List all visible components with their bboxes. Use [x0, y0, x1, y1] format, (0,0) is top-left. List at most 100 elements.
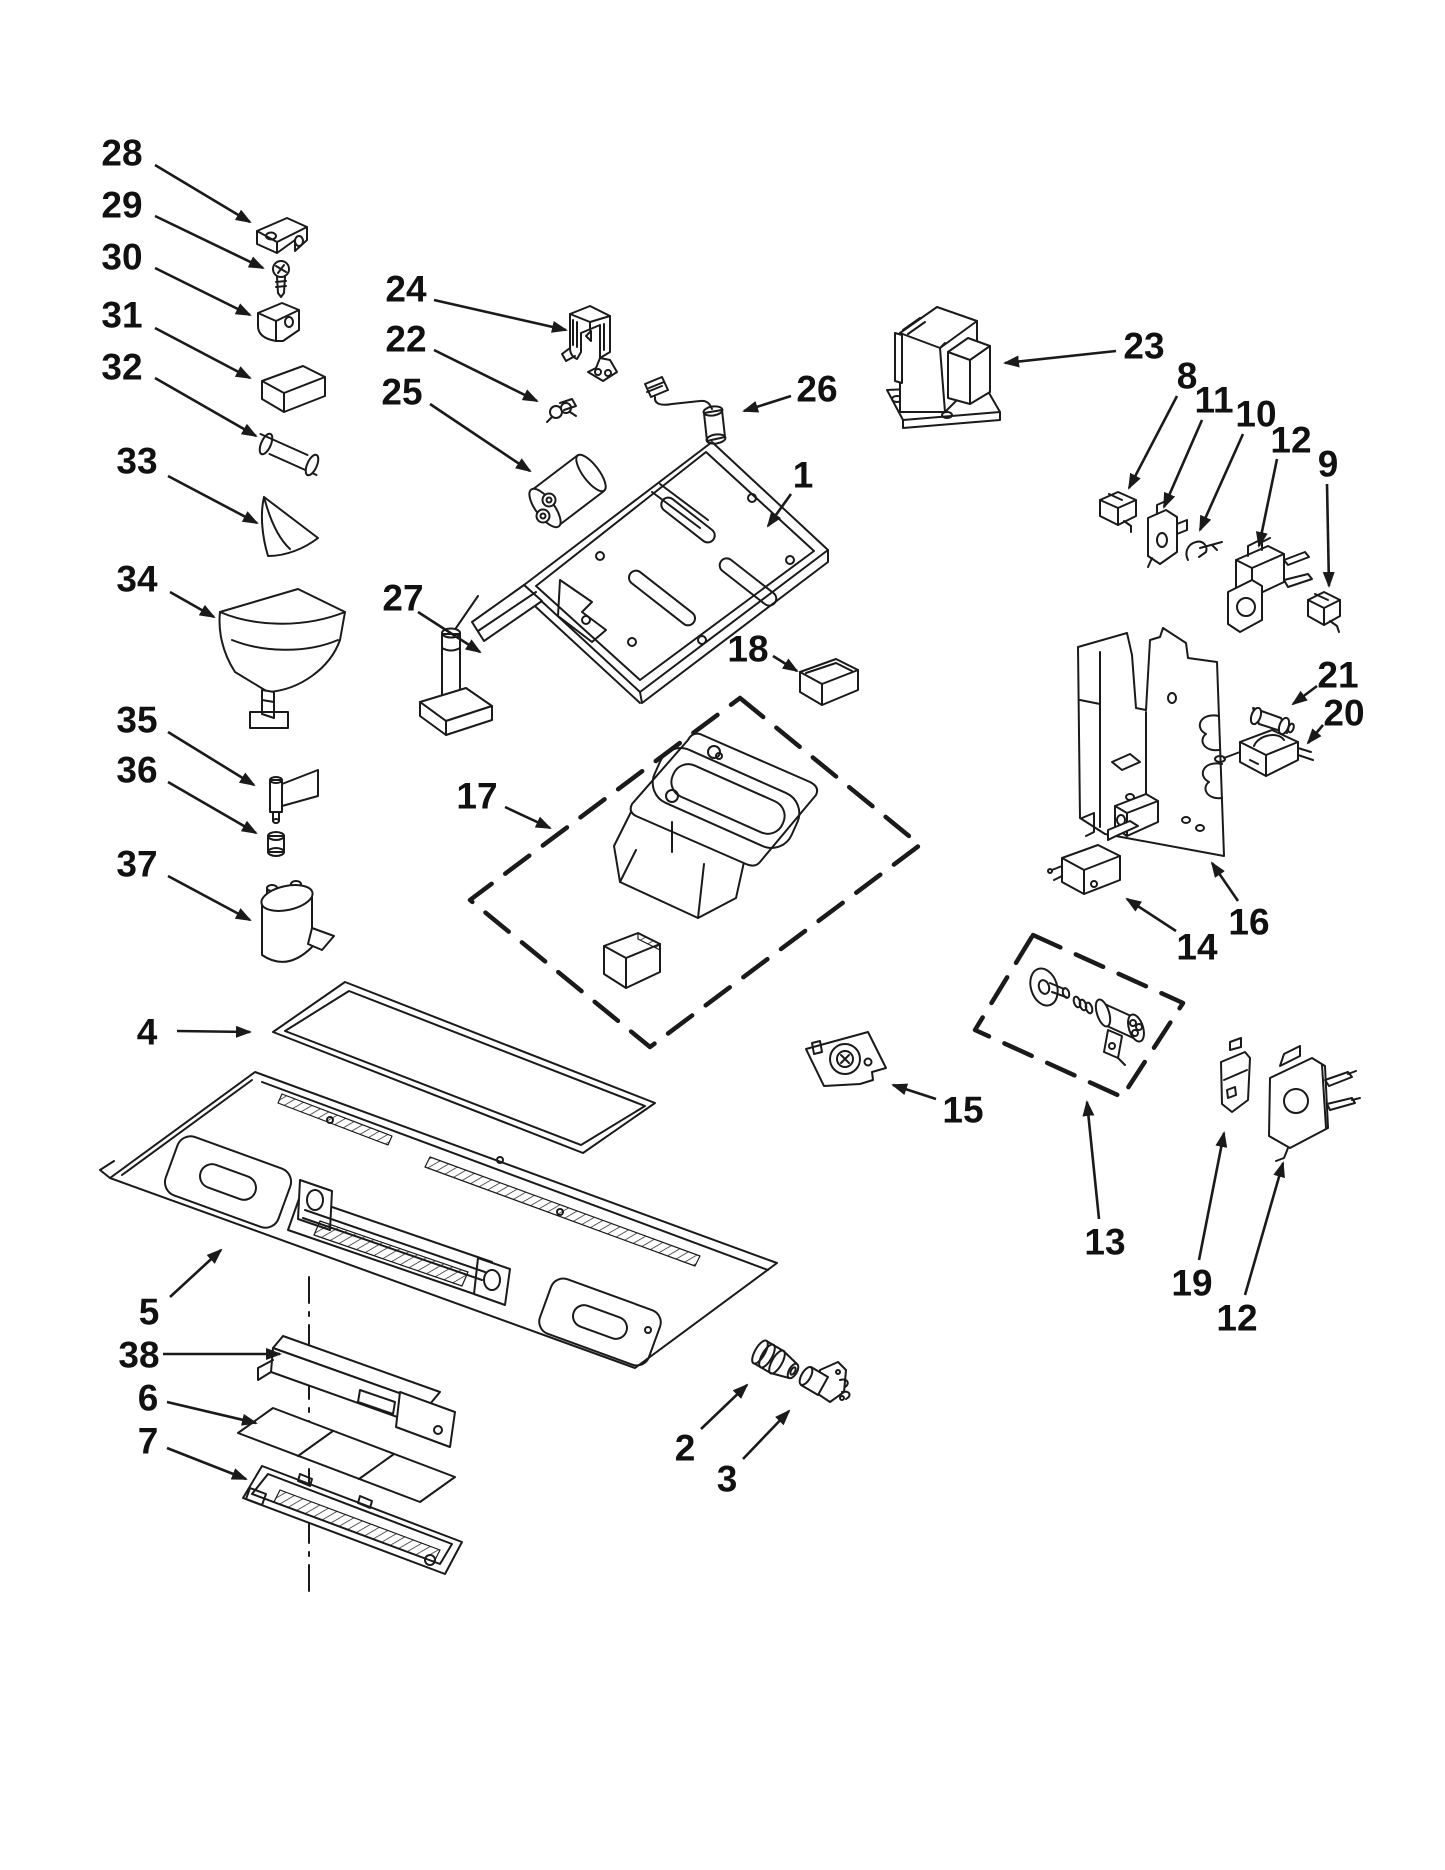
part-number-33-5: 33 [116, 440, 157, 481]
callout-arrow-9-28 [1322, 483, 1335, 588]
part-number-34-6: 34 [116, 558, 158, 599]
part-number-26-20: 26 [796, 368, 837, 409]
callout-arrow-32-4 [154, 376, 258, 438]
part-number-32-4: 32 [101, 346, 142, 387]
part-number-20-30: 20 [1323, 692, 1364, 733]
part-number-29-1: 29 [101, 184, 142, 225]
part-number-3-38: 3 [717, 1458, 738, 1499]
callout-arrow-29-1 [154, 214, 265, 270]
part-number-24-15: 24 [385, 268, 427, 309]
part-38-vent-duct [257, 1335, 456, 1448]
callout-arrow-36-8 [167, 780, 258, 835]
callout-arrow-12-27 [1255, 458, 1279, 548]
callout-arrow-37-9 [167, 874, 252, 922]
callout-arrow-16-31 [1210, 861, 1240, 902]
part-number-31-3: 31 [101, 294, 142, 335]
callout-arrow-21-29 [1291, 684, 1318, 706]
part-number-12-36: 12 [1216, 1297, 1257, 1338]
part-34-air-scoop [218, 588, 346, 729]
callout-arrow-12-36 [1243, 1161, 1285, 1296]
part-27-antenna-pipe [419, 595, 493, 736]
callout-arrow-2-37 [700, 1383, 749, 1430]
part-15-socket-plate [805, 1031, 887, 1087]
callout-arrow-22-16 [433, 348, 539, 403]
callout-arrow-28-0 [154, 163, 252, 224]
callout-layer: 2829303132333435363745386724222527126181… [101, 132, 1364, 1499]
part-number-7-14: 7 [138, 1420, 159, 1461]
part-4-glass-panel [272, 981, 656, 1154]
part-35-thermostat-pin [269, 769, 319, 824]
part-number-8-24: 8 [1177, 355, 1198, 396]
part-28-bracket [256, 217, 308, 254]
part-24-fuse-bracket [561, 305, 618, 382]
part-26-wire-fuse [644, 376, 727, 445]
callout-arrow-10-26 [1198, 433, 1245, 532]
part-1-chassis [471, 441, 829, 704]
part-22-clip [546, 398, 577, 423]
callout-arrow-20-30 [1306, 724, 1324, 745]
part-36-spacer [267, 831, 285, 857]
part-14-relay-box [1047, 844, 1121, 895]
part-32-sleeve [258, 432, 320, 477]
callout-arrow-23-23 [1003, 349, 1117, 368]
part-17-tray-kit [467, 695, 923, 1050]
part-number-15-33: 15 [942, 1089, 983, 1130]
part-number-4-10: 4 [137, 1011, 158, 1052]
callout-arrow-6-13 [166, 1400, 258, 1426]
callout-arrow-17-22 [504, 805, 552, 830]
part-number-30-2: 30 [101, 236, 142, 277]
part-number-17-22: 17 [456, 775, 497, 816]
part-9-switch-block [1307, 591, 1341, 633]
part-37-motor [260, 880, 335, 963]
part-30-bracket [257, 302, 300, 342]
part-10-spring-hook [1185, 540, 1223, 561]
callout-arrow-14-32 [1125, 897, 1177, 933]
part-number-11-25: 11 [1194, 379, 1233, 420]
callout-arrow-18-21 [772, 654, 799, 673]
part-25-capacitor [528, 453, 607, 529]
part-number-22-16: 22 [385, 318, 426, 359]
part-number-13-34: 13 [1084, 1221, 1125, 1262]
callout-arrow-1-19 [766, 493, 793, 528]
part-number-21-29: 21 [1317, 654, 1358, 695]
callout-arrow-11-25 [1162, 419, 1204, 509]
part-number-6-13: 6 [138, 1377, 159, 1418]
part-31-spacer-block [261, 365, 326, 413]
part-12-interlock-switch-top [1227, 537, 1313, 633]
part-33-deflector [260, 496, 319, 557]
part-5-base-panel [99, 1071, 778, 1369]
part-number-12-27: 12 [1270, 419, 1311, 460]
part-number-5-11: 5 [139, 1291, 160, 1332]
callout-arrow-19-35 [1197, 1131, 1228, 1261]
callout-arrow-7-14 [166, 1446, 248, 1481]
callout-arrow-5-11 [169, 1248, 223, 1298]
part-number-14-32: 14 [1176, 926, 1218, 967]
callout-arrow-35-7 [167, 730, 256, 787]
part-number-38-12: 38 [118, 1334, 159, 1375]
part-number-36-8: 36 [116, 749, 157, 790]
part-number-10-26: 10 [1235, 393, 1276, 434]
callout-arrow-13-34 [1082, 1100, 1101, 1220]
part-number-25-17: 25 [381, 371, 422, 412]
part-number-28-0: 28 [101, 132, 142, 173]
part-3-lamp-socket [798, 1361, 851, 1403]
part-11-latch [1147, 500, 1188, 568]
callout-arrow-31-3 [154, 326, 252, 380]
part-13-motor-kit [972, 932, 1186, 1100]
callout-arrow-24-15 [433, 298, 568, 333]
callout-arrow-3-38 [742, 1409, 791, 1460]
part-8-switch-block [1099, 491, 1137, 533]
callout-arrow-26-20 [742, 394, 792, 413]
part-number-19-35: 19 [1171, 1262, 1212, 1303]
callout-arrow-15-33 [891, 1083, 937, 1101]
part-number-16-31: 16 [1228, 901, 1269, 942]
part-20-fuse-holder [1214, 729, 1314, 777]
part-21-fuse [1249, 706, 1295, 736]
callout-arrow-4-10 [176, 1025, 252, 1038]
part-number-9-28: 9 [1318, 443, 1339, 484]
callout-arrow-33-5 [167, 474, 259, 525]
part-number-37-9: 37 [116, 843, 157, 884]
callout-arrow-34-6 [169, 590, 216, 619]
part-16-control-bracket [1077, 627, 1225, 857]
